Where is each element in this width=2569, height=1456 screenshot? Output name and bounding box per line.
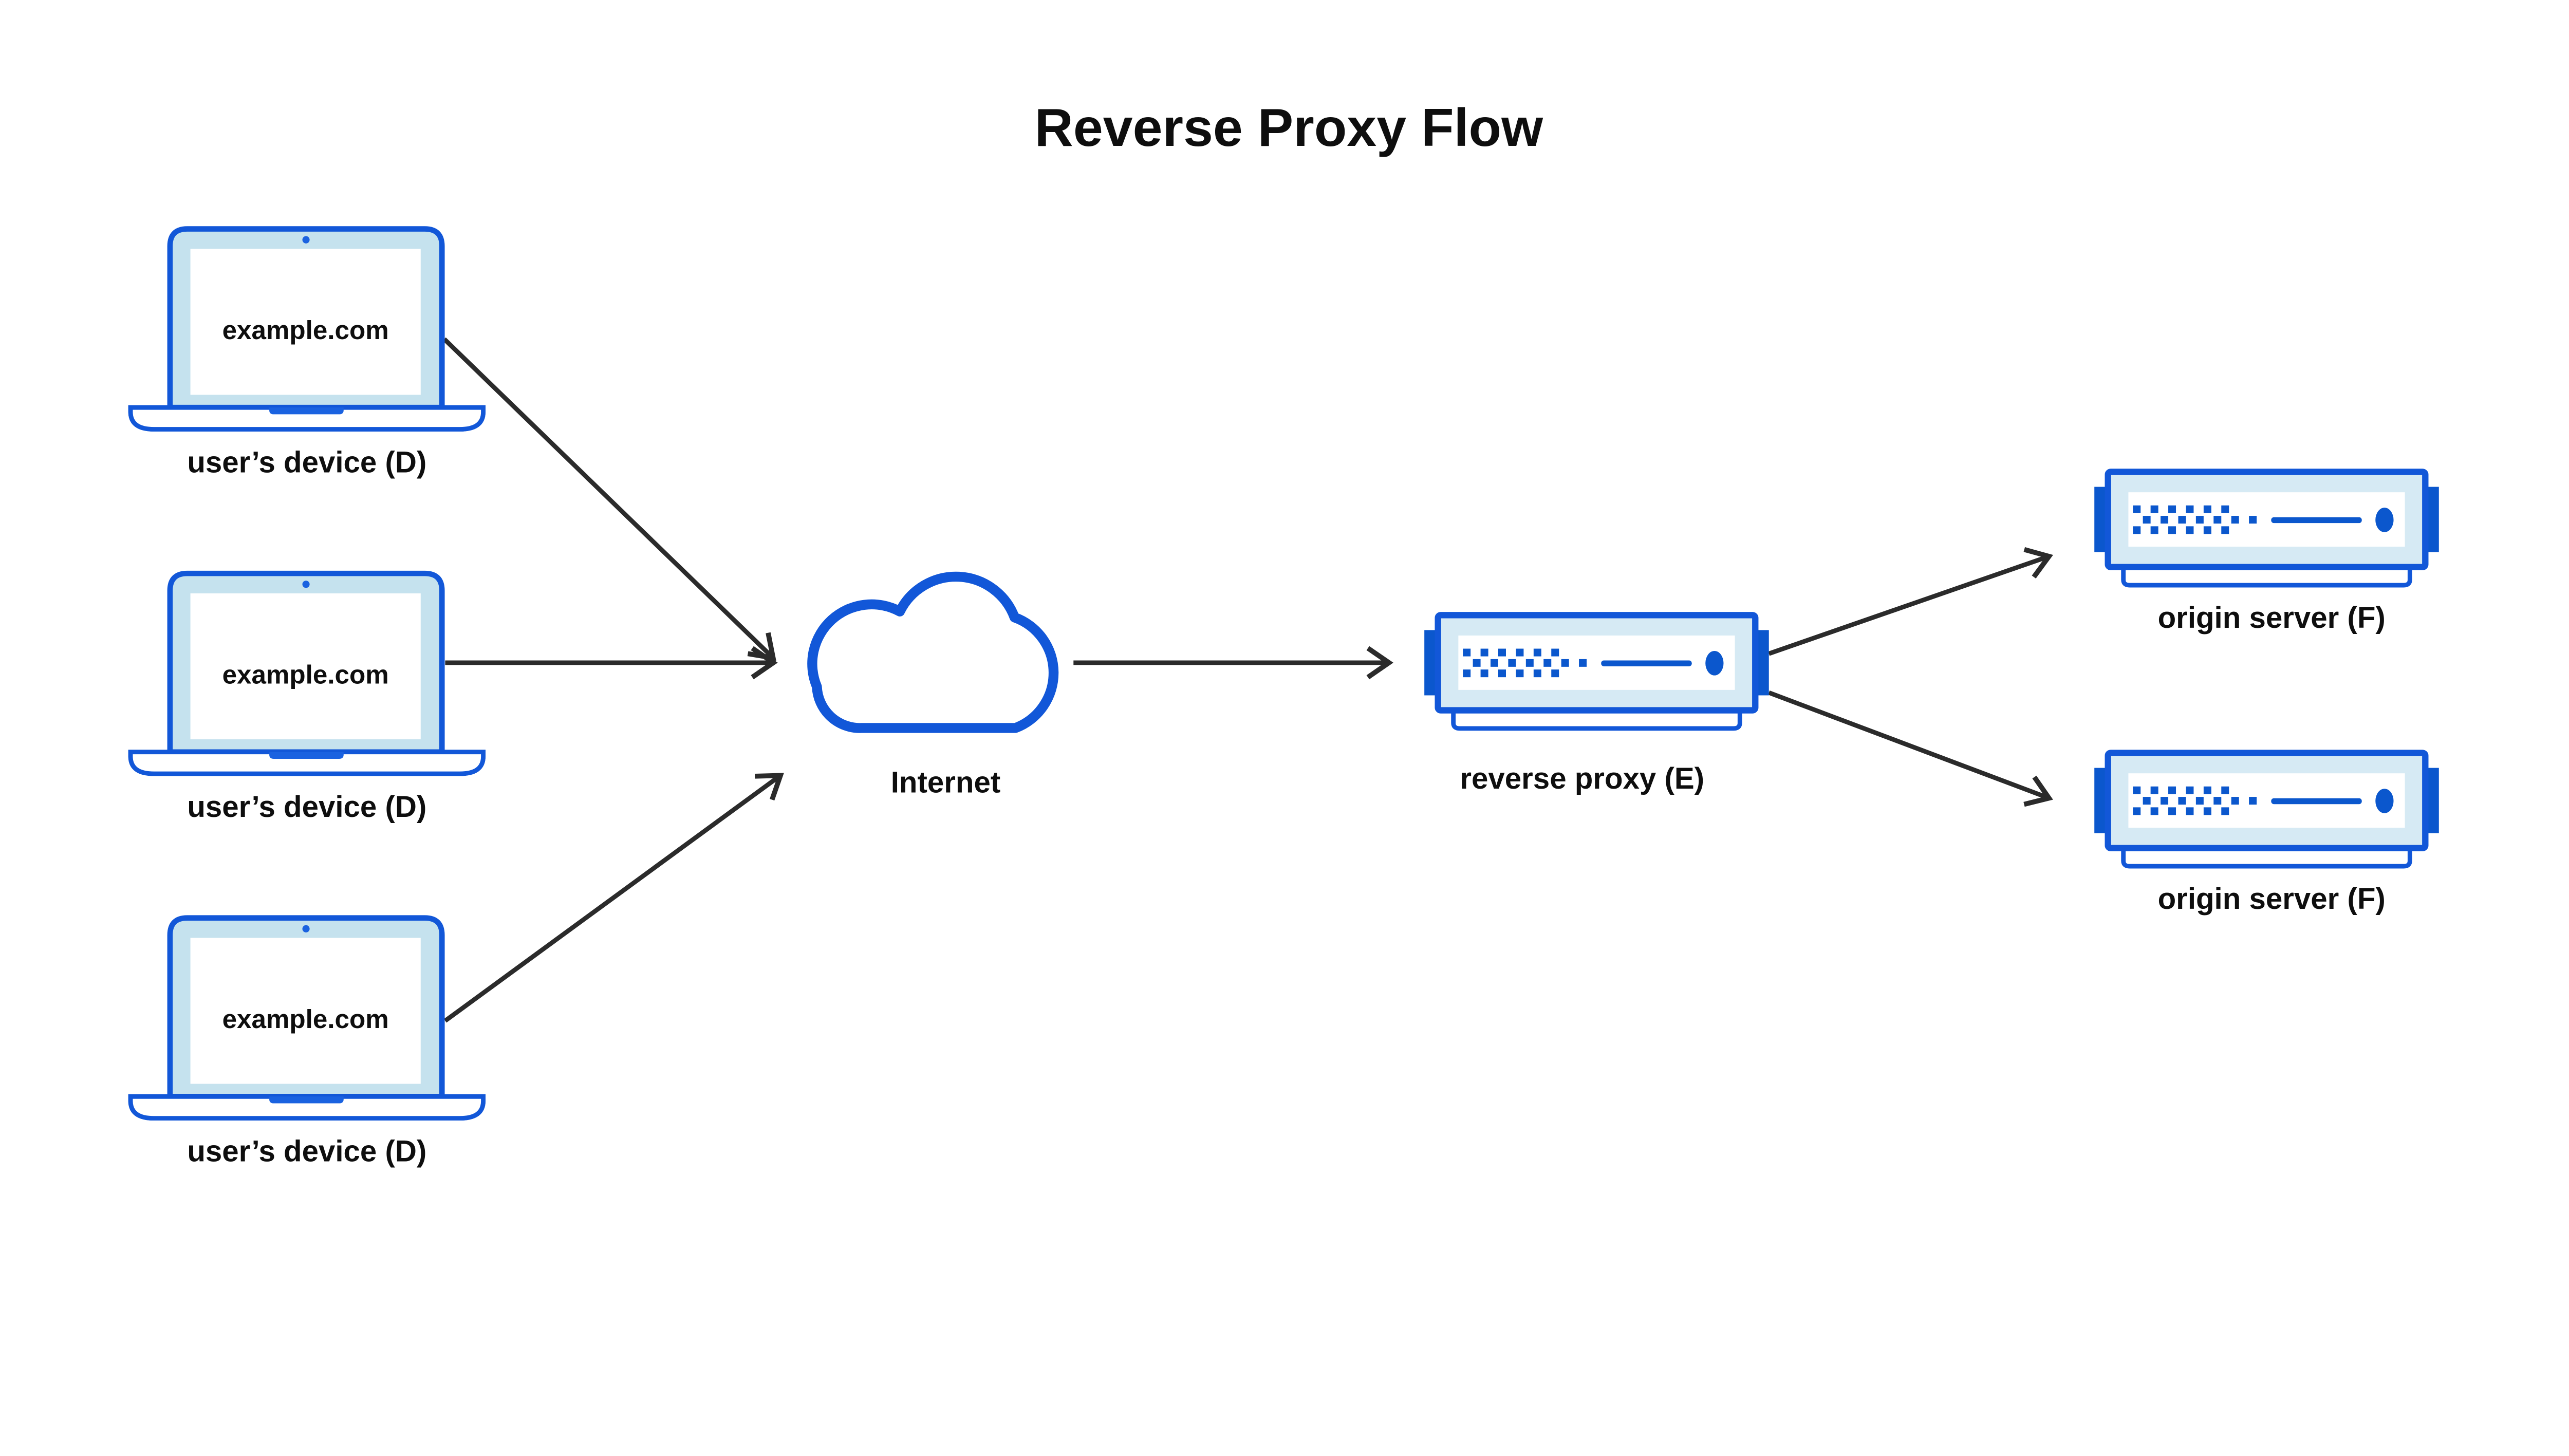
device-label: user’s device (D)	[187, 1134, 426, 1168]
device-label: user’s device (D)	[187, 790, 426, 824]
origin-server-node-1: origin server (F)	[2094, 472, 2439, 634]
origin-server-node-2: origin server (F)	[2094, 753, 2439, 916]
flow-arrows	[442, 337, 2053, 1023]
internet-label: Internet	[891, 766, 1001, 799]
user-device-node-1: example.com user’s device (D)	[131, 229, 483, 479]
device-screen-url: example.com	[222, 660, 389, 689]
user-device-node-3: example.com user’s device (D)	[131, 918, 483, 1168]
device-screen-url: example.com	[222, 315, 389, 345]
arrow-proxy-to-origin2	[1768, 690, 2053, 807]
diagram-title: Reverse Proxy Flow	[1035, 98, 1544, 158]
user-device-node-2: example.com user’s device (D)	[131, 573, 483, 824]
reverse-proxy-flow-diagram: Reverse Proxy Flow example.com user’s de…	[0, 98, 2569, 1168]
reverse-proxy-label: reverse proxy (E)	[1460, 762, 1704, 795]
arrow-device3-to-internet	[443, 773, 784, 1023]
server-icon	[2094, 753, 2439, 866]
server-icon	[1424, 615, 1769, 729]
origin-server-label: origin server (F)	[2158, 601, 2386, 634]
arrow-device1-to-internet	[442, 337, 776, 661]
device-label: user’s device (D)	[187, 445, 426, 479]
device-screen-url: example.com	[222, 1004, 389, 1034]
origin-server-label: origin server (F)	[2158, 882, 2386, 916]
diagram-canvas: Reverse Proxy Flow example.com user’s de…	[0, 98, 2569, 1168]
arrow-proxy-to-origin1	[1768, 547, 2053, 656]
cloud-icon	[807, 571, 1059, 733]
internet-node: Internet	[807, 571, 1059, 799]
reverse-proxy-node: reverse proxy (E)	[1424, 615, 1769, 795]
server-icon	[2094, 472, 2439, 585]
